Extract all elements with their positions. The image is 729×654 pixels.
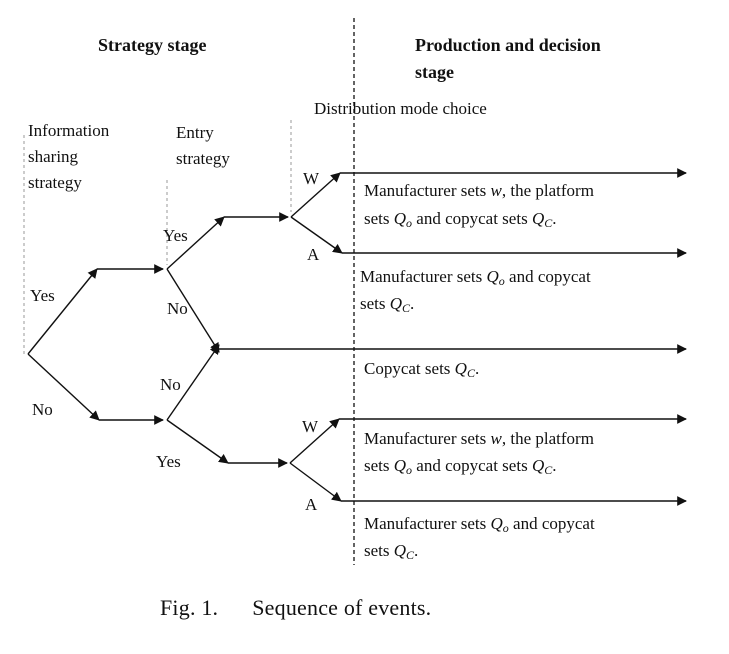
- branch-info-yes: [27, 268, 98, 355]
- branch-w-top: [290, 172, 341, 218]
- outcome-2-line2: sets QC.: [360, 294, 415, 315]
- mode-w-bottom-label: W: [302, 417, 319, 436]
- outcome-4-line1: Manufacturer sets w, the platform: [364, 429, 594, 448]
- production-stage-title-line1: Production and decision: [415, 35, 601, 55]
- outcome-5-line1: Manufacturer sets Qo and copycat: [364, 514, 595, 535]
- branch-info-no: [27, 353, 100, 421]
- figure-caption: Fig. 1. Sequence of events.: [160, 595, 432, 620]
- outcome-4-line2: sets Qo and copycat sets QC.: [364, 456, 557, 477]
- info-sharing-label-line1: Information: [28, 121, 110, 140]
- mode-a-top-label: A: [307, 245, 320, 264]
- branch-w-bottom: [289, 418, 340, 464]
- outcome-3-line1: Copycat sets QC.: [364, 359, 480, 380]
- entry-yes-bottom-label: Yes: [156, 452, 181, 471]
- outcome-5-line2: sets QC.: [364, 541, 419, 562]
- branch-entry-no-top: [166, 268, 220, 353]
- figure-caption-label: Fig. 1.: [160, 595, 219, 620]
- entry-no-bottom-label: No: [160, 375, 181, 394]
- branch-a-top: [290, 216, 343, 254]
- branch-entry-yes-top: [166, 216, 225, 270]
- info-yes-label: Yes: [30, 286, 55, 305]
- info-sharing-label-line3: strategy: [28, 173, 82, 192]
- outcome-2-line1: Manufacturer sets Qo and copycat: [360, 267, 591, 288]
- mode-a-bottom-label: A: [305, 495, 318, 514]
- branch-entry-no-bottom: [166, 344, 220, 421]
- entry-strategy-label-line1: Entry: [176, 123, 214, 142]
- outcome-1-line1: Manufacturer sets w, the platform: [364, 181, 594, 200]
- production-stage-title-line2: stage: [415, 62, 454, 82]
- branch-entry-yes-bottom: [166, 419, 229, 464]
- figure-caption-text: Sequence of events.: [252, 595, 432, 620]
- outcome-1-line2: sets Qo and copycat sets QC.: [364, 209, 557, 230]
- entry-yes-top-label: Yes: [163, 226, 188, 245]
- branch-a-bottom: [289, 462, 342, 502]
- distribution-choice-label: Distribution mode choice: [314, 99, 487, 118]
- entry-no-top-label: No: [167, 299, 188, 318]
- mode-w-top-label: W: [303, 169, 320, 188]
- info-no-label: No: [32, 400, 53, 419]
- strategy-stage-title: Strategy stage: [98, 35, 207, 55]
- entry-strategy-label-line2: strategy: [176, 149, 230, 168]
- info-sharing-label-line2: sharing: [28, 147, 79, 166]
